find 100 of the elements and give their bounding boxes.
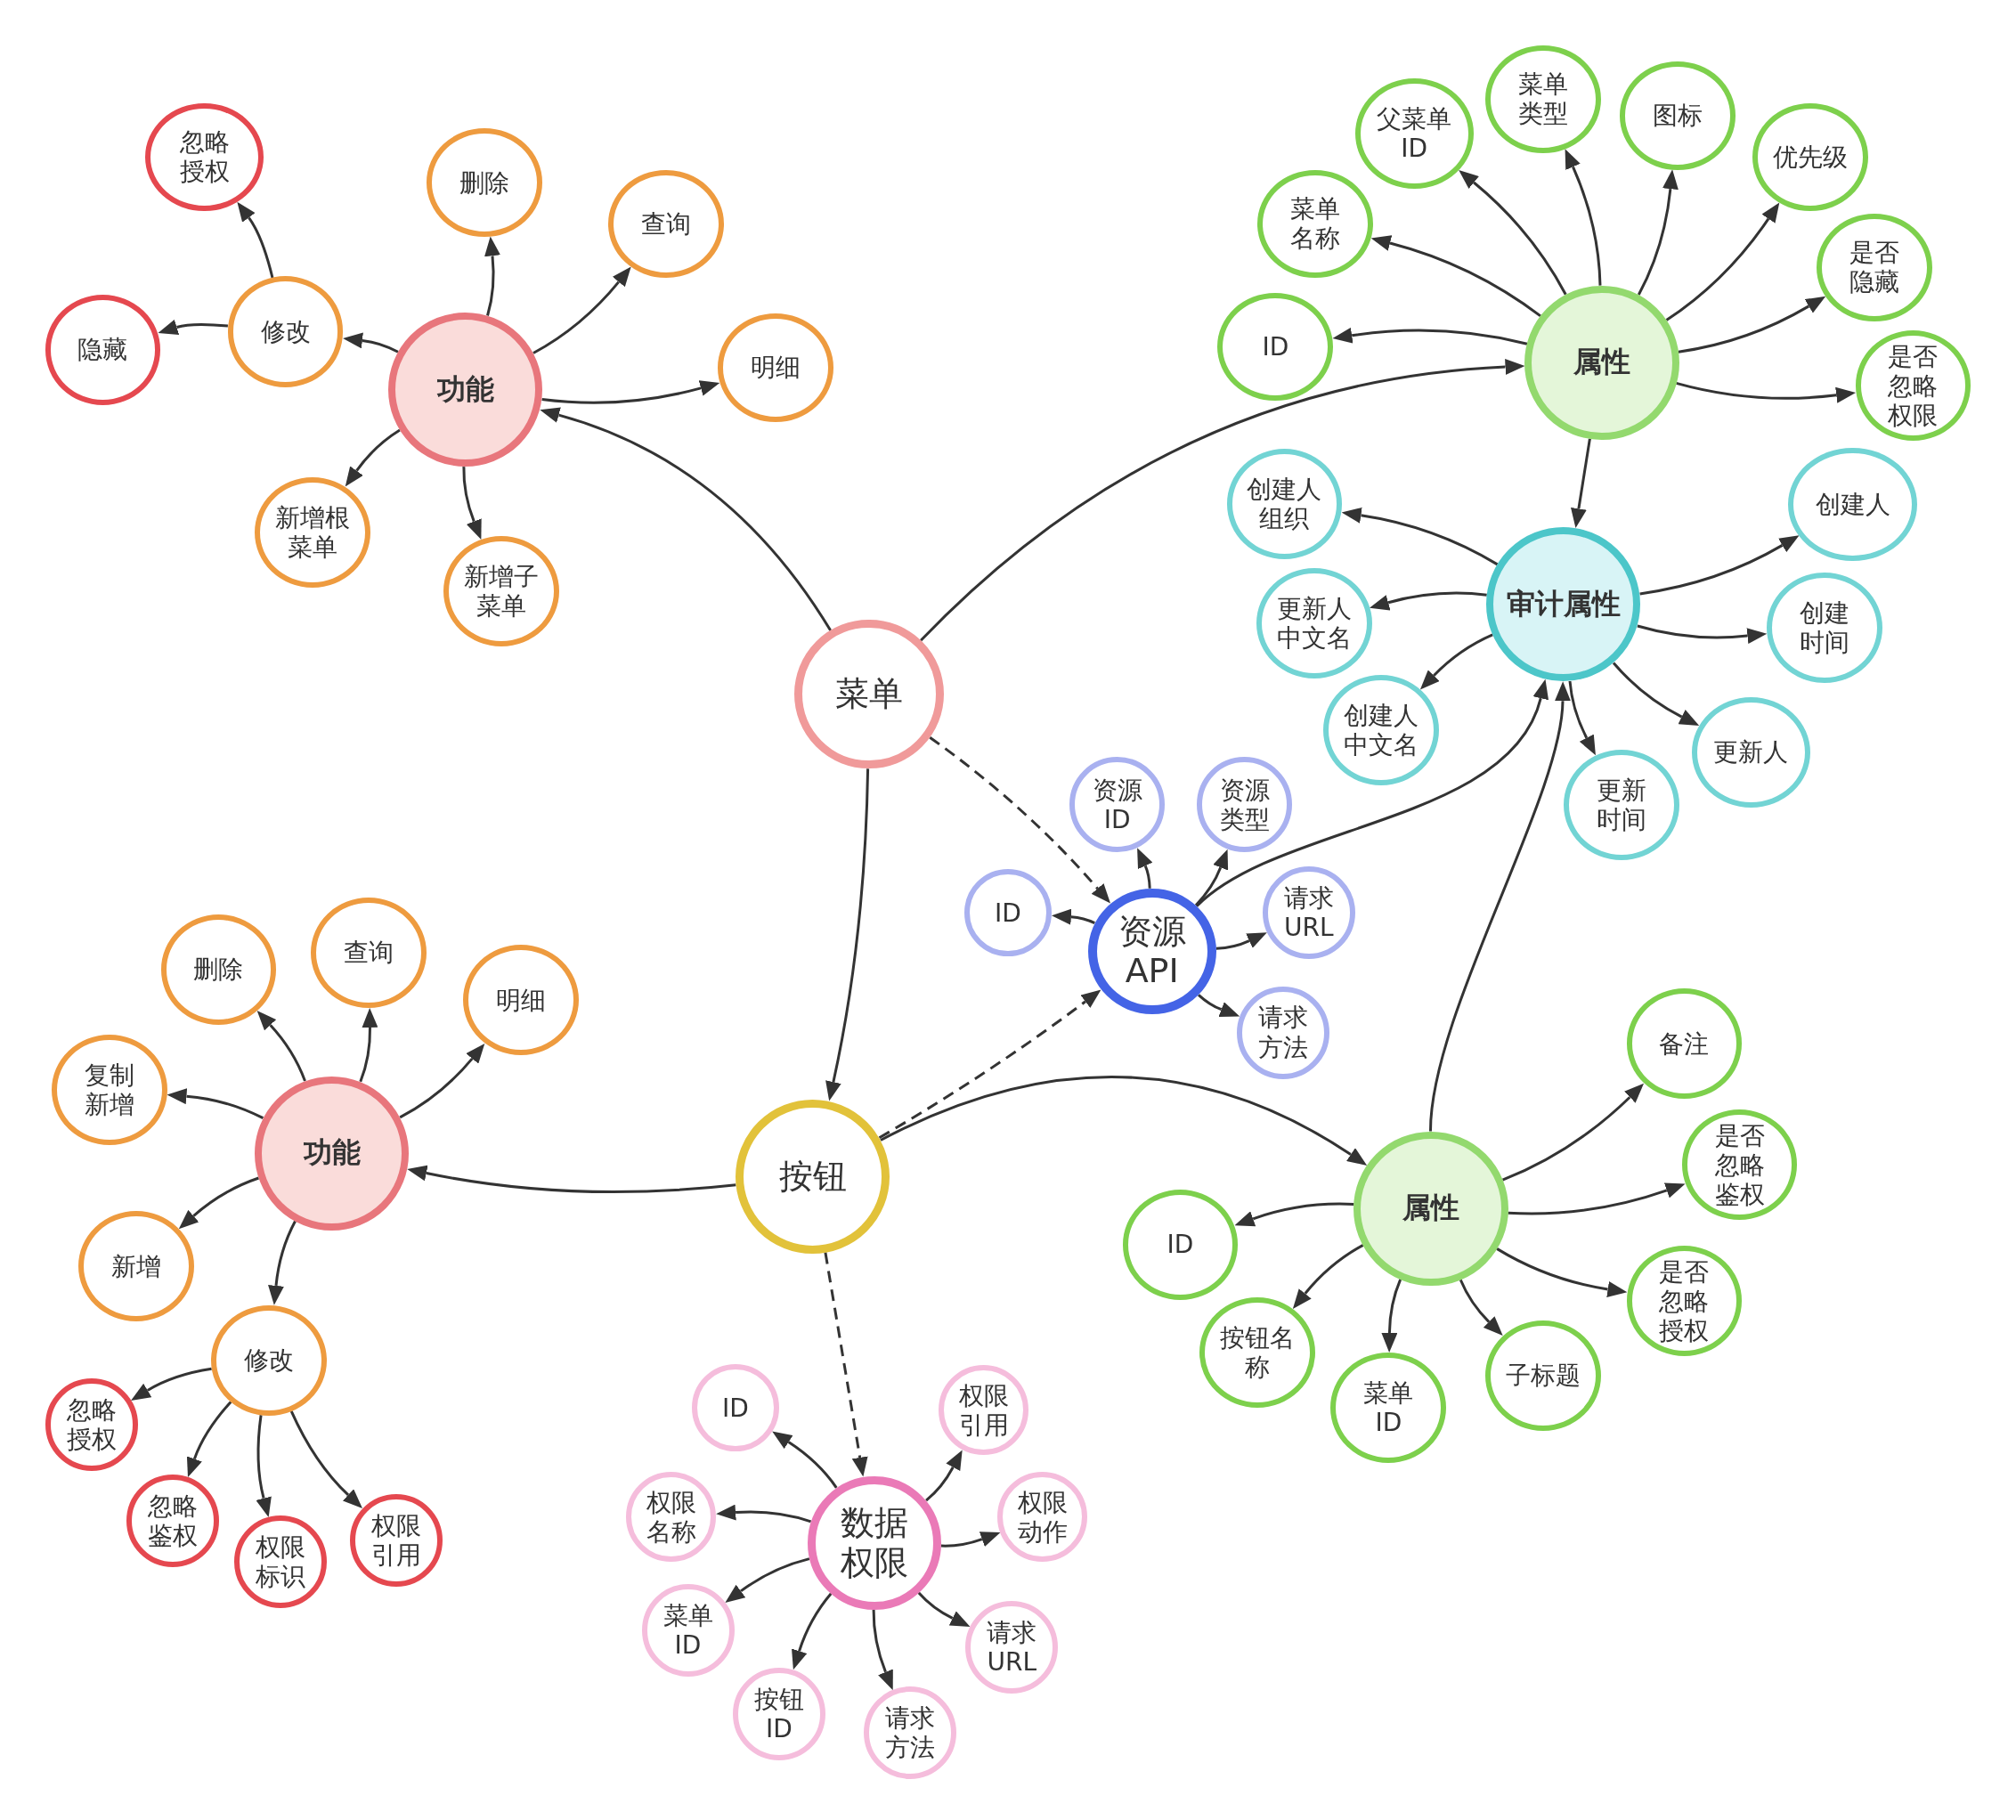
arrow	[1332, 327, 1528, 345]
subtopic-circle: 子标题	[1484, 1320, 1601, 1432]
subtopic-circle: ID	[1217, 293, 1334, 402]
arrow	[1459, 169, 1567, 296]
arrow	[1196, 679, 1549, 907]
arrow	[1459, 1279, 1503, 1337]
subtopic-circle: 权限引用	[349, 1493, 443, 1587]
arrow	[772, 1431, 838, 1489]
dashed-arrow	[878, 989, 1101, 1139]
subtopic-circle: 新增根菜单	[254, 476, 370, 588]
subtopic-circle: 删除	[160, 914, 277, 1025]
arrow	[1501, 1084, 1645, 1182]
arrow	[825, 768, 870, 1101]
arrow	[1637, 169, 1679, 296]
subtopic-circle: 按钮名称	[1199, 1296, 1315, 1409]
arrow	[1637, 624, 1768, 645]
arrow	[1665, 202, 1780, 321]
subtopic-circle: 明细	[462, 945, 579, 1056]
subtopic-circle: 权限引用	[939, 1365, 1029, 1456]
subtopic-circle: 权限标识	[233, 1515, 327, 1609]
subtopic-circle: 权限名称	[626, 1472, 717, 1563]
subtopic-circle: 优先级	[1752, 102, 1868, 211]
arrow	[1198, 994, 1240, 1018]
arrow	[940, 1532, 1001, 1548]
arrow	[1419, 633, 1493, 690]
subtopic-circle: 更新人	[1692, 696, 1810, 808]
subtopic-circle: 忽略授权	[145, 102, 264, 211]
subtopic-circle: 请求方法	[864, 1686, 957, 1780]
subtopic-circle: 按钮ID	[733, 1667, 825, 1760]
arrow	[1678, 297, 1826, 353]
subtopic-circle: 新增子菜单	[443, 536, 559, 647]
arrow	[1370, 235, 1541, 318]
subtopic-circle: 权限动作	[997, 1472, 1088, 1563]
subtopic-circle: ID	[963, 869, 1053, 957]
subtopic-circle: 创建时间	[1766, 572, 1882, 683]
arrow	[880, 1076, 1368, 1166]
subtopic-circle: 是否隐藏	[1817, 213, 1933, 321]
topic-circle: 功能	[254, 1076, 410, 1231]
subtopic-circle: 是否忽略鉴权	[1681, 1109, 1798, 1221]
arrow	[359, 1008, 378, 1083]
subtopic-circle: 创建人中文名	[1322, 675, 1439, 786]
arrow	[484, 236, 500, 316]
subtopic-circle: 删除	[427, 128, 543, 237]
arrow	[1429, 681, 1571, 1132]
arrow	[1612, 662, 1700, 727]
subtopic-circle: 是否忽略授权	[1626, 1246, 1743, 1357]
arrow	[256, 1415, 272, 1518]
subtopic-circle: ID	[1122, 1189, 1239, 1300]
subtopic-circle: 复制新增	[51, 1035, 167, 1146]
arrow	[925, 1450, 963, 1502]
arrow	[130, 1367, 212, 1401]
arrow	[167, 1088, 264, 1120]
arrow	[872, 1609, 893, 1691]
arrow	[532, 266, 631, 354]
subtopic-circle: 更新人中文名	[1256, 568, 1372, 679]
subtopic-circle: 是否忽略权限	[1855, 330, 1971, 442]
arrow	[462, 467, 482, 540]
dashed-arrow	[824, 1252, 868, 1477]
arrow	[407, 1165, 736, 1193]
arrow	[792, 1592, 833, 1670]
subtopic-circle: 忽略鉴权	[126, 1475, 219, 1568]
topic-circle: 按钮	[735, 1099, 890, 1254]
subtopic-circle: 忽略授权	[45, 1377, 138, 1471]
arrow	[237, 201, 274, 279]
subtopic-circle: ID	[691, 1364, 779, 1452]
topic-circle: 数据权限	[807, 1475, 941, 1610]
subtopic-circle: 菜单名称	[1257, 169, 1373, 278]
arrow	[1369, 591, 1487, 611]
subtopic-circle: 请求URL	[1262, 866, 1355, 960]
arrow	[1051, 908, 1095, 925]
topic-circle: 属性	[1524, 285, 1679, 440]
topic-circle: 菜单	[794, 619, 944, 769]
arrow	[1234, 1202, 1354, 1227]
subtopic-circle: 备注	[1626, 988, 1743, 1100]
arrow	[1292, 1244, 1364, 1309]
arrow	[268, 1220, 297, 1305]
subtopic-circle: 明细	[717, 313, 833, 422]
arrow	[1215, 932, 1267, 950]
arrow	[1639, 535, 1800, 596]
subtopic-circle: 新增	[78, 1211, 194, 1322]
arrow	[716, 1504, 812, 1523]
arrow	[920, 359, 1525, 642]
subtopic-circle: 请求方法	[1237, 986, 1329, 1079]
arrow	[1381, 1279, 1402, 1353]
subtopic-circle: 修改	[227, 276, 344, 387]
arrow	[540, 407, 832, 631]
subtopic-circle: 图标	[1620, 61, 1736, 170]
arrow	[1568, 680, 1596, 756]
topic-circle: 功能	[388, 312, 543, 467]
subtopic-circle: 菜单类型	[1484, 45, 1601, 153]
subtopic-circle: 查询	[608, 169, 724, 278]
arrow	[345, 428, 401, 487]
subtopic-circle: 更新时间	[1563, 749, 1679, 860]
arrow	[158, 319, 229, 336]
dashed-arrow	[929, 736, 1111, 904]
arrow	[1676, 381, 1857, 403]
subtopic-circle: 父菜单ID	[1354, 78, 1474, 190]
arrow	[1508, 1182, 1686, 1215]
topic-circle: 属性	[1353, 1131, 1508, 1286]
subtopic-circle: 请求URL	[965, 1600, 1059, 1694]
